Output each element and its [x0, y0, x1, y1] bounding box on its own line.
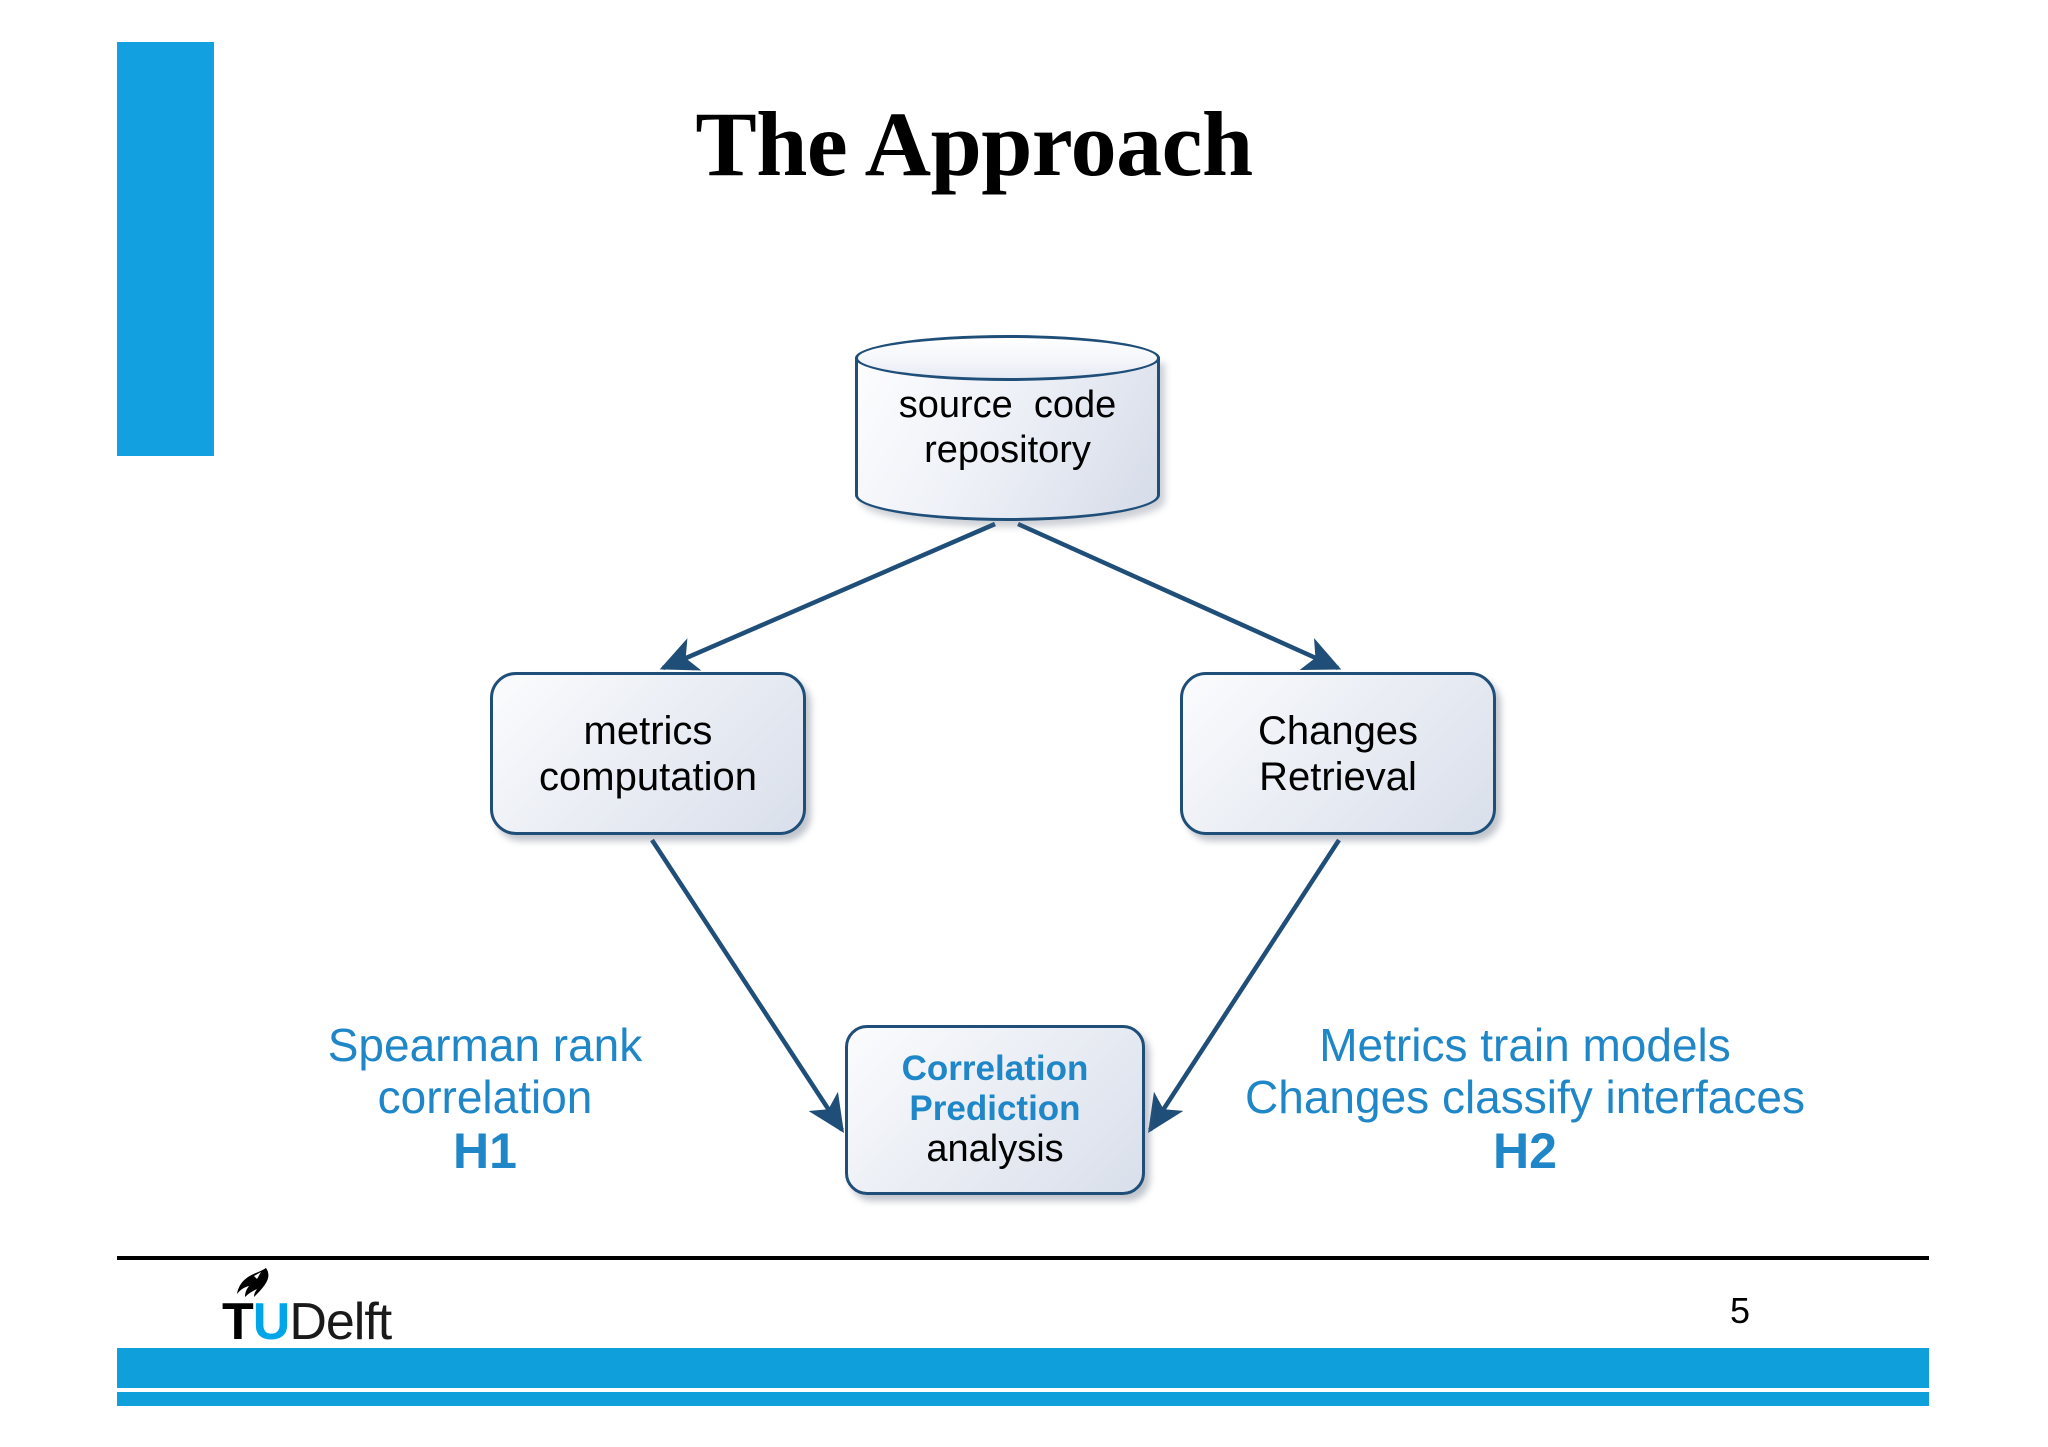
annotation-h2-line2: Changes classify interfaces [1245, 1070, 1805, 1123]
logo-letter-u: U [252, 1293, 291, 1351]
node-changes-retrieval[interactable]: Changes Retrieval [1180, 672, 1496, 835]
annotation-h2-line1: Metrics train models [1319, 1019, 1731, 1071]
tudelft-logo: TUDelft [222, 1268, 392, 1351]
hypothesis-label-h1: H1 [453, 1123, 517, 1180]
cylinder-body [855, 357, 1160, 521]
tudelft-wordmark: TUDelft [222, 1293, 392, 1351]
footer-bar-thin [117, 1392, 1929, 1406]
edge-repository-to-changes [1017, 521, 1342, 671]
node-label-correlation-line2: Prediction [909, 1088, 1081, 1128]
logo-letter-t: T [222, 1293, 254, 1351]
node-label-changes-line1: Changes [1257, 708, 1419, 753]
accent-bar [117, 42, 214, 456]
page-title: The Approach [695, 93, 1253, 195]
annotation-hypothesis-2: Metrics train models Changes classify in… [1185, 1019, 1865, 1180]
annotation-h1-line1: Spearman rank [327, 1019, 643, 1071]
page-number: 5 [1729, 1290, 1751, 1331]
flame-icon [237, 1268, 269, 1297]
annotation-hypothesis-1: Spearman rank correlation H1 [255, 1019, 715, 1180]
footer-divider [117, 1256, 1929, 1260]
node-source-code-repository[interactable]: source code repository [855, 335, 1160, 521]
node-label-correlation-line3: analysis [926, 1128, 1064, 1171]
annotation-h1-line2: correlation [377, 1070, 593, 1123]
logo-word-delft: Delft [289, 1293, 392, 1351]
node-label-metrics-line1: metrics [583, 708, 713, 753]
node-label-repository: source code repository [898, 384, 1117, 471]
footer-bar-thick [117, 1348, 1929, 1388]
hypothesis-label-h2: H2 [1493, 1123, 1557, 1180]
node-correlation-prediction-analysis[interactable]: Correlation Prediction analysis [845, 1025, 1145, 1195]
cylinder-top-ellipse [855, 335, 1160, 381]
node-label-metrics-line2: computation [539, 754, 757, 799]
edge-repository-to-metrics [659, 521, 996, 671]
node-label-changes-line2: Retrieval [1259, 754, 1417, 799]
node-label-correlation-line1: Correlation [901, 1048, 1089, 1088]
node-metrics-computation[interactable]: metrics computation [490, 672, 806, 835]
